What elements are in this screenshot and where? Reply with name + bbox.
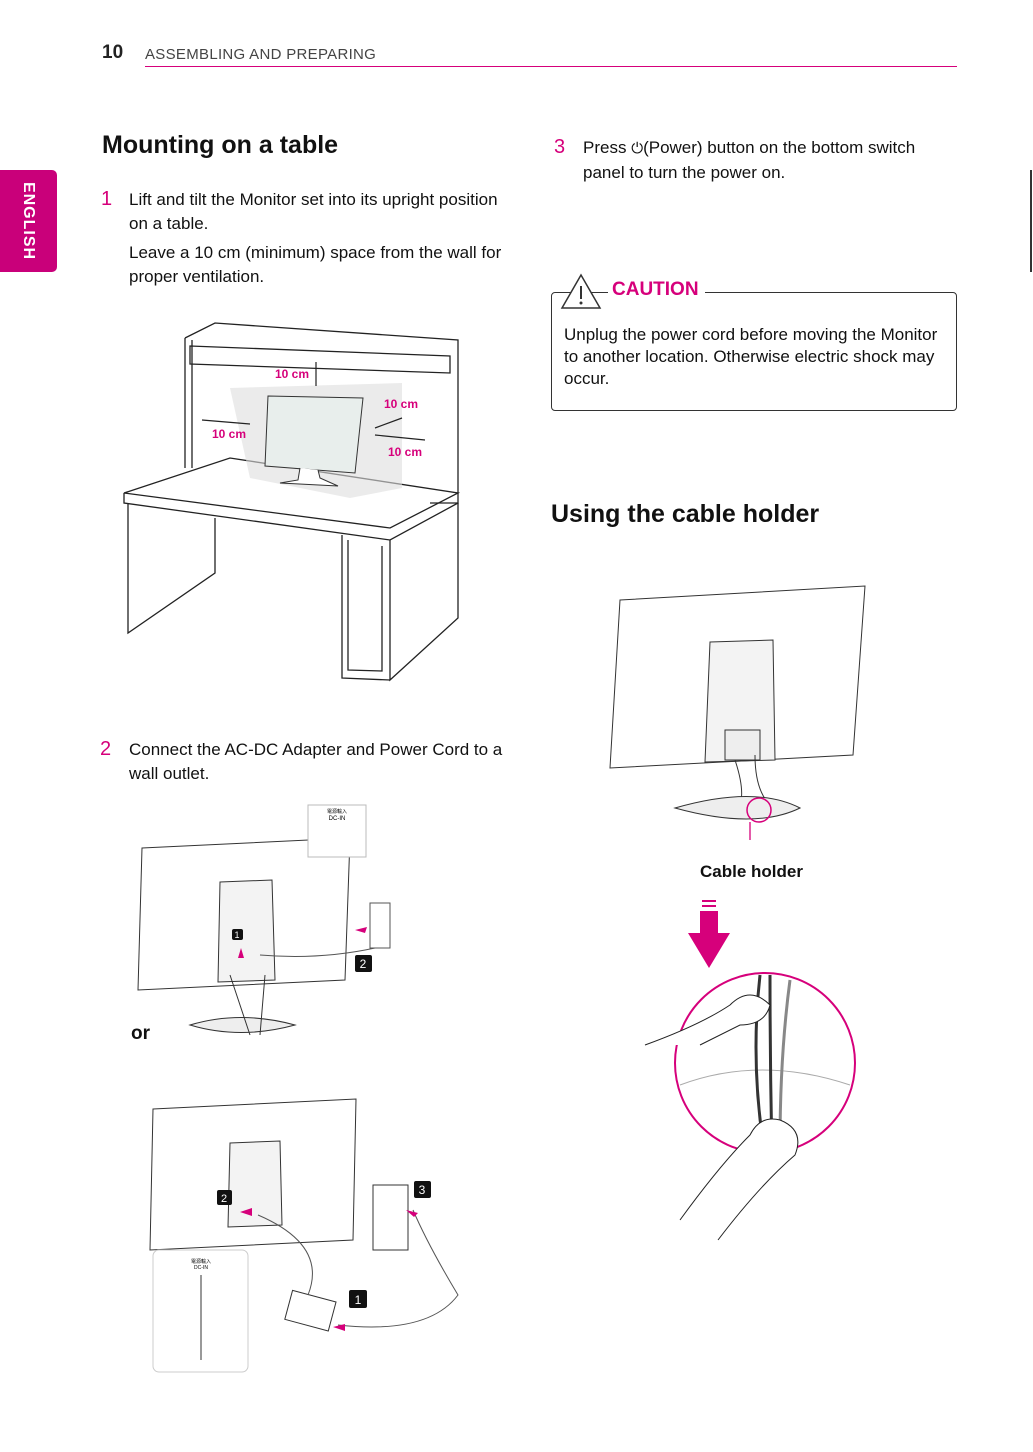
step-2-number: 2 bbox=[100, 738, 112, 760]
dcin-label: DC-IN bbox=[329, 816, 346, 822]
step-1-note: Leave a 10 cm (minimum) space from the w… bbox=[129, 243, 502, 286]
step-1-text: Lift and tilt the Monitor set into its u… bbox=[129, 190, 498, 233]
badge-1: 1 bbox=[234, 930, 239, 940]
badge-1b: 1 bbox=[355, 1293, 362, 1307]
cable-holder-label: Cable holder bbox=[700, 862, 803, 881]
step-3-text-before: Press bbox=[583, 138, 632, 157]
heading-cable-holder: Using the cable holder bbox=[551, 500, 820, 528]
section-title: ASSEMBLING AND PREPARING bbox=[145, 46, 377, 63]
dcin-label-cn: 電源輸入 bbox=[327, 808, 347, 815]
dcin-label-b: DC-IN bbox=[194, 1265, 208, 1271]
edge-marker bbox=[1030, 170, 1032, 272]
power-icon: ⏻ bbox=[631, 140, 644, 157]
cable-holder-detail-illustration bbox=[644, 900, 856, 1241]
or-label: or bbox=[131, 1023, 150, 1044]
heading-mounting: Mounting on a table bbox=[102, 131, 339, 159]
clearance-label-left: 10 cm bbox=[212, 427, 246, 441]
adapter-connection-illustration-b: 電源輸入 DC-IN 2 3 1 bbox=[149, 1098, 459, 1373]
warning-icon bbox=[560, 273, 602, 309]
clearance-label-back: 10 cm bbox=[384, 397, 418, 411]
language-tab-label: ENGLISH bbox=[20, 181, 37, 261]
badge-3: 3 bbox=[419, 1183, 426, 1197]
cable-holder-illustration bbox=[609, 585, 866, 840]
adapter-connection-illustration-a: 電源輸入 DC-IN 1 2 bbox=[137, 804, 391, 1036]
header-rule bbox=[145, 66, 957, 67]
caution-text: Unplug the power cord before moving the … bbox=[564, 325, 938, 388]
badge-2b: 2 bbox=[221, 1193, 227, 1205]
step-1-number: 1 bbox=[101, 188, 113, 210]
dcin-label-cn-b: 電源輸入 bbox=[191, 1258, 211, 1265]
desk-clearance-illustration: 10 cm 10 cm 10 cm 10 cm bbox=[123, 322, 461, 682]
caution-title: CAUTION bbox=[608, 279, 705, 301]
clearance-label-right: 10 cm bbox=[388, 445, 422, 459]
language-tab: ENGLISH bbox=[0, 170, 57, 272]
step-2-text: Connect the AC-DC Adapter and Power Cord… bbox=[129, 740, 503, 783]
page-number: 10 bbox=[102, 42, 124, 63]
caution-box bbox=[551, 292, 957, 411]
step-3-number: 3 bbox=[554, 136, 566, 158]
step-3-text: Press ⏻(Power) button on the bottom swit… bbox=[583, 136, 953, 185]
clearance-label-top: 10 cm bbox=[275, 367, 309, 381]
step-3-text-after: (Power) button on the bottom switch pane… bbox=[583, 138, 916, 182]
badge-2: 2 bbox=[360, 957, 367, 971]
